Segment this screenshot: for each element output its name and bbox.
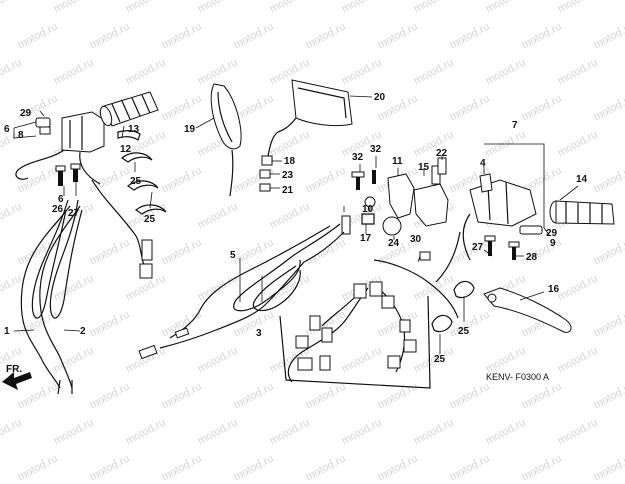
callout-7: 7	[512, 120, 518, 131]
callout-25-upper-left: 25	[130, 176, 142, 187]
callout-23: 23	[282, 170, 294, 181]
callout-18: 18	[284, 156, 296, 167]
master-cylinder-parts	[341, 157, 449, 261]
exploded-view: 6 8 29 13 12 25 25 6 26 27 1 2 5 3 19 20…	[2, 79, 615, 395]
callout-22: 22	[436, 148, 448, 159]
callout-25-lower-left: 25	[144, 214, 156, 225]
callout-6-bolt: 6	[58, 194, 64, 205]
wire-harness	[279, 281, 431, 389]
right-screws	[484, 235, 520, 260]
callout-29-right: 29	[546, 228, 558, 239]
front-label: FR.	[6, 364, 22, 375]
callout-15: 15	[418, 162, 430, 173]
callout-27-right: 27	[472, 242, 484, 253]
right-mirror	[259, 79, 353, 192]
callout-16: 16	[548, 284, 560, 295]
callout-1: 1	[4, 326, 10, 337]
right-handlebar-switch	[462, 173, 543, 261]
callout-10: 10	[362, 204, 374, 215]
callout-3: 3	[256, 328, 262, 339]
callout-8: 8	[18, 130, 24, 141]
callout-17: 17	[360, 233, 372, 244]
callout-20: 20	[374, 92, 386, 103]
callout-5: 5	[230, 250, 236, 261]
front-direction-arrow	[2, 372, 32, 390]
callout-25-right: 25	[458, 326, 470, 337]
left-cable-clamps	[120, 152, 167, 215]
callout-2: 2	[80, 326, 86, 337]
throttle-cables	[20, 179, 153, 395]
callout-25-bottom: 25	[434, 354, 446, 365]
callout-6-left: 6	[4, 124, 10, 135]
callout-28: 28	[526, 252, 538, 263]
left-mirror	[210, 83, 242, 197]
callout-24: 24	[388, 238, 400, 249]
callout-30: 30	[410, 234, 422, 245]
clutch-and-wire-cables	[138, 223, 461, 360]
diagram-code: KENV- F0300 A	[486, 372, 549, 382]
callout-4: 4	[480, 158, 486, 169]
callout-11: 11	[392, 156, 403, 167]
callout-13: 13	[128, 124, 140, 135]
callout-19: 19	[184, 124, 196, 135]
right-grip	[549, 200, 615, 225]
left-screws	[55, 163, 81, 186]
callout-21: 21	[282, 185, 294, 196]
leader-lines	[13, 95, 579, 354]
left-grip	[99, 91, 159, 141]
callout-12: 12	[120, 144, 132, 155]
callout-32-left: 32	[352, 152, 364, 163]
right-cable-clamps	[431, 280, 475, 333]
callout-9: 9	[550, 238, 556, 249]
callout-14: 14	[576, 174, 588, 185]
callout-27-left: 27	[68, 208, 80, 219]
callout-numbers: 6 8 29 13 12 25 25 6 26 27 1 2 5 3 19 20…	[4, 92, 588, 365]
callout-32-top: 32	[370, 144, 382, 155]
callout-26: 26	[52, 204, 64, 215]
callout-29-left: 29	[20, 108, 32, 119]
left-handlebar-switch	[15, 111, 105, 185]
